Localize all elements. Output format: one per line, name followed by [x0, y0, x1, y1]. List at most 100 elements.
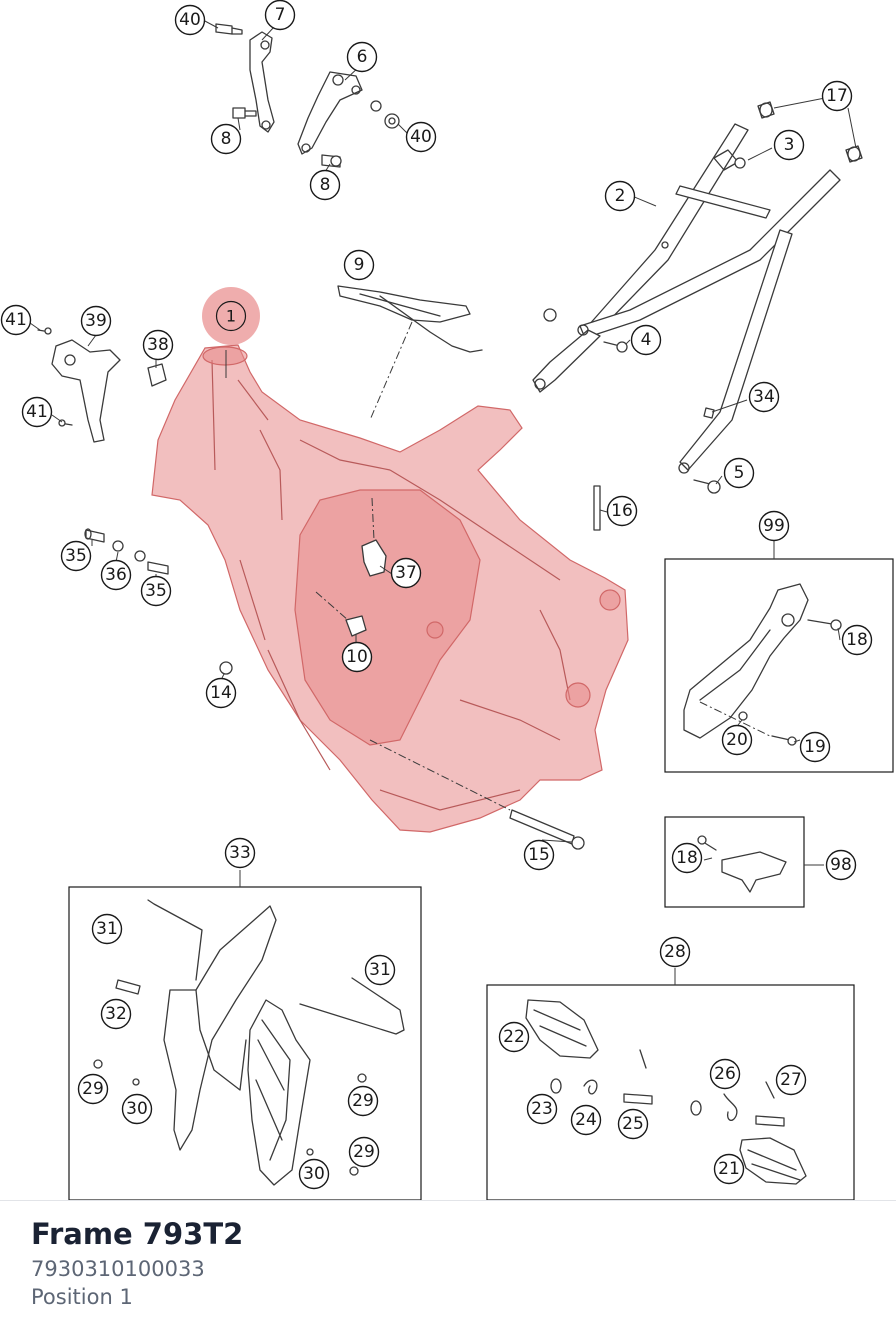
callout-21[interactable]: 21	[713, 1153, 745, 1185]
screw-part-29-left[interactable]	[93, 1059, 103, 1069]
callout-40-right[interactable]: 40	[405, 121, 437, 153]
callout-9[interactable]: 9	[343, 249, 375, 281]
nut-part-14[interactable]	[219, 661, 233, 675]
sticker-part-34[interactable]	[703, 407, 715, 419]
washer-part-30-right[interactable]	[306, 1148, 314, 1156]
callout-40-top[interactable]: 40	[174, 4, 206, 36]
callout-23[interactable]: 23	[526, 1093, 558, 1125]
screw-part-8-bottom[interactable]	[321, 154, 342, 168]
pin-part-27[interactable]	[755, 1081, 785, 1127]
callout-30-left[interactable]: 30	[121, 1093, 153, 1125]
callout-2[interactable]: 2	[604, 180, 636, 212]
callout-99[interactable]: 99	[758, 510, 790, 542]
callout-4[interactable]: 4	[630, 324, 662, 356]
callout-41-top[interactable]: 41	[0, 304, 32, 336]
subframe-part-2[interactable]	[532, 123, 841, 474]
callout-26[interactable]: 26	[709, 1058, 741, 1090]
bracket-part-7[interactable]	[249, 31, 275, 133]
chain-guide-part-99[interactable]	[683, 583, 809, 739]
nut-part-36[interactable]	[112, 540, 124, 552]
callout-17[interactable]: 17	[821, 80, 853, 112]
callout-29-left[interactable]: 29	[77, 1073, 109, 1105]
cable-part-31-right[interactable]	[299, 977, 405, 1035]
callout-35-left[interactable]: 35	[60, 540, 92, 572]
callout-15[interactable]: 15	[523, 839, 555, 871]
washer-part-right[interactable]	[690, 1100, 702, 1116]
callout-39[interactable]: 39	[80, 305, 112, 337]
callout-34[interactable]: 34	[748, 381, 780, 413]
callout-6[interactable]: 6	[346, 41, 378, 73]
callout-8-bottom[interactable]: 8	[309, 169, 341, 201]
callout-32[interactable]: 32	[100, 998, 132, 1030]
washer-part-23[interactable]	[550, 1078, 562, 1094]
callout-24[interactable]: 24	[570, 1104, 602, 1136]
clip-part-37[interactable]	[361, 539, 387, 577]
callout-19[interactable]: 19	[799, 731, 831, 763]
callout-28[interactable]: 28	[659, 936, 691, 968]
footpeg-part-22[interactable]	[525, 999, 599, 1059]
bracket-part-6[interactable]	[297, 71, 363, 155]
callout-1-highlighted[interactable]: 1	[202, 287, 260, 345]
footpeg-part-21[interactable]	[739, 1137, 807, 1185]
strap-part-16[interactable]	[593, 485, 601, 531]
callout-30-right[interactable]: 30	[298, 1158, 330, 1190]
bushing-part-17-left[interactable]	[757, 101, 775, 119]
callout-18-box98[interactable]: 18	[671, 842, 703, 874]
callout-8-left[interactable]: 8	[210, 123, 242, 155]
callout-38[interactable]: 38	[142, 329, 174, 361]
callout-33[interactable]: 33	[224, 837, 256, 869]
callout-29-right-top[interactable]: 29	[347, 1085, 379, 1117]
svg-text:41: 41	[5, 310, 27, 330]
bolt-part-35-right[interactable]	[134, 550, 169, 575]
bracket-part-9[interactable]	[337, 285, 483, 353]
callout-27[interactable]: 27	[775, 1064, 807, 1096]
callout-3[interactable]: 3	[773, 129, 805, 161]
spring-part-26[interactable]	[723, 1093, 738, 1121]
pin-part-25[interactable]	[623, 1049, 653, 1105]
screw-part-29-right-bottom[interactable]	[349, 1166, 359, 1176]
callout-20[interactable]: 20	[721, 724, 753, 756]
callout-41-bottom[interactable]: 41	[21, 396, 53, 428]
screw-part-29-right-top[interactable]	[357, 1073, 367, 1083]
callout-16[interactable]: 16	[606, 495, 638, 527]
bolt-part-40-top[interactable]	[215, 23, 243, 35]
frame-guard-right[interactable]	[247, 999, 311, 1186]
callout-31-left[interactable]: 31	[91, 913, 123, 945]
frame-part-1[interactable]	[151, 344, 629, 833]
svg-text:18: 18	[676, 848, 698, 868]
bolt-part-35-left[interactable]	[84, 528, 105, 543]
callout-18-inset[interactable]: 18	[841, 624, 873, 656]
screw-part-5[interactable]	[693, 479, 721, 494]
guide-part-98[interactable]	[697, 835, 787, 893]
callout-37[interactable]: 37	[390, 557, 422, 589]
callout-29-right-bottom[interactable]: 29	[348, 1136, 380, 1168]
callout-31-right[interactable]: 31	[364, 954, 396, 986]
screw-part-18-inset[interactable]	[807, 619, 842, 631]
screw-part-4[interactable]	[603, 341, 628, 353]
callout-25[interactable]: 25	[617, 1108, 649, 1140]
bushing-part-17-right[interactable]	[845, 145, 863, 163]
washer-part-30-left[interactable]	[132, 1078, 140, 1086]
axle-part-15[interactable]	[369, 739, 585, 850]
clip-part-10[interactable]	[345, 615, 367, 637]
spring-part-24[interactable]	[583, 1079, 598, 1095]
part-title: Frame 793T2	[31, 1217, 244, 1251]
nut-part-40-right[interactable]	[370, 100, 400, 129]
washer-part-20[interactable]	[738, 711, 748, 721]
callout-22[interactable]: 22	[498, 1021, 530, 1053]
callout-98[interactable]: 98	[825, 849, 857, 881]
screw-part-41-top[interactable]	[37, 327, 52, 335]
screw-part-8-left[interactable]	[232, 107, 257, 119]
bracket-part-39[interactable]	[51, 339, 121, 443]
callout-7[interactable]: 7	[264, 0, 296, 31]
callout-14[interactable]: 14	[205, 677, 237, 709]
frame-guard-left[interactable]	[163, 905, 277, 1151]
callout-10[interactable]: 10	[341, 641, 373, 673]
callout-5[interactable]: 5	[723, 457, 755, 489]
callout-35-right[interactable]: 35	[140, 575, 172, 607]
clip-part-32[interactable]	[115, 979, 141, 995]
screw-part-3[interactable]	[734, 157, 746, 169]
clip-part-38[interactable]	[147, 363, 167, 387]
cable-part-31-left[interactable]	[147, 899, 203, 981]
callout-36[interactable]: 36	[100, 559, 132, 591]
